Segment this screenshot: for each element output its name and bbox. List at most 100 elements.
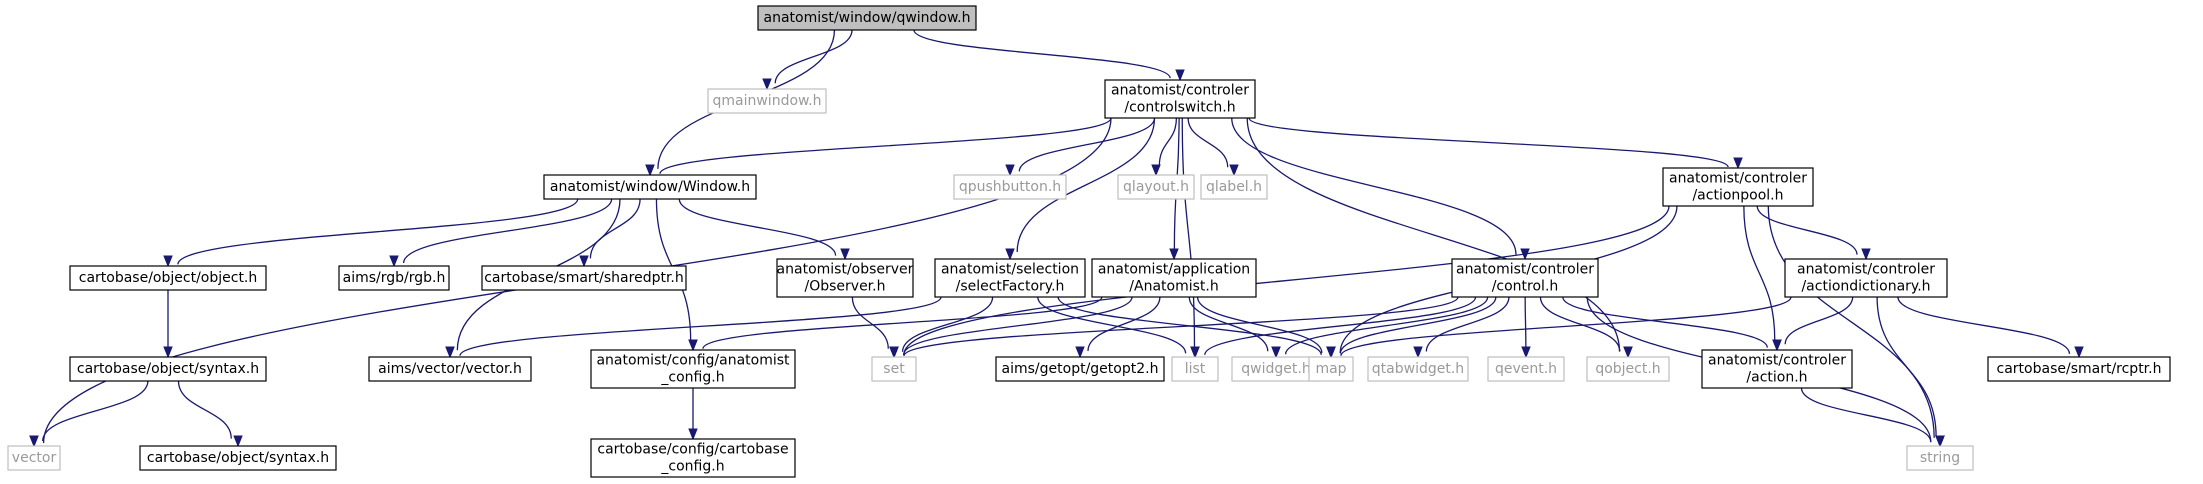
node-label: anatomist/window/Window.h xyxy=(550,179,750,195)
node-qwidget: qwidget.h xyxy=(1231,356,1321,382)
node-box xyxy=(1701,349,1853,389)
node-cartoconfig[interactable]: cartobase/config/cartobase_config.h xyxy=(590,438,796,478)
edge-line xyxy=(1087,296,1161,352)
edge-line xyxy=(1037,296,1187,354)
edge-actiondictionary-to-action xyxy=(1772,296,1854,352)
node-box xyxy=(1308,356,1354,382)
edge-line xyxy=(1425,296,1510,352)
arrowhead xyxy=(1075,346,1085,359)
node-observer[interactable]: anatomist/observer/Observer.h xyxy=(776,258,914,298)
node-label: list xyxy=(1185,361,1206,377)
node-box xyxy=(1091,258,1257,298)
node-label: anatomist/controler xyxy=(1669,171,1807,187)
node-box xyxy=(1586,356,1670,382)
node-controlswitch[interactable]: anatomist/controler/controlswitch.h xyxy=(1104,79,1256,119)
arrowhead xyxy=(163,255,173,268)
node-syntaxh2[interactable]: cartobase/object/syntax.h xyxy=(139,445,337,471)
node-qevent: qevent.h xyxy=(1487,356,1565,382)
node-selectfactory[interactable]: anatomist/selection/selectFactory.h xyxy=(934,258,1086,298)
edge-actiondictionary-to-map xyxy=(1326,296,1792,359)
node-box xyxy=(543,174,757,200)
arrowhead xyxy=(1326,346,1336,359)
node-label: string xyxy=(1920,450,1960,466)
edge-actionpool-to-actiondictionary xyxy=(1756,205,1871,261)
node-window[interactable]: anatomist/window/Window.h xyxy=(543,174,757,200)
edge-line xyxy=(1784,296,1854,345)
edge-qwindow-to-controlswitch xyxy=(913,29,1185,82)
node-qwindow[interactable]: anatomist/window/qwindow.h xyxy=(757,5,977,31)
arrowhead xyxy=(688,428,698,441)
node-label: aims/vector/vector.h xyxy=(378,361,522,377)
node-box xyxy=(69,265,267,291)
node-set: set xyxy=(871,356,917,382)
edge-line xyxy=(1246,117,1621,352)
node-sharedptr[interactable]: cartobase/smart/sharedptr.h xyxy=(481,265,687,291)
node-box xyxy=(1231,356,1321,382)
node-qlayout: qlayout.h xyxy=(1117,174,1195,200)
node-box xyxy=(1487,356,1565,382)
edge-control-to-list xyxy=(1190,296,1477,359)
node-label: cartobase/object/object.h xyxy=(79,270,258,286)
node-rcptr[interactable]: cartobase/smart/rcptr.h xyxy=(1987,356,2171,382)
node-box xyxy=(1117,174,1195,200)
node-anaconfig[interactable]: anatomist/config/anatomist_config.h xyxy=(590,349,796,389)
edge-anatomist-to-map xyxy=(1196,296,1336,359)
node-actionpool[interactable]: anatomist/controler/actionpool.h xyxy=(1662,167,1814,207)
node-control[interactable]: anatomist/controler/control.h xyxy=(1451,258,1599,298)
arrowhead xyxy=(389,255,399,268)
arrowhead xyxy=(163,346,173,359)
arrowhead xyxy=(1175,69,1185,82)
edge-controlswitch-to-qlayout xyxy=(1151,117,1178,177)
node-rgb[interactable]: aims/rgb/rgb.h xyxy=(338,265,450,291)
node-anatomist[interactable]: anatomist/application/Anatomist.h xyxy=(1091,258,1257,298)
node-box xyxy=(871,356,917,382)
node-label: qtabwidget.h xyxy=(1372,361,1464,377)
node-map: map xyxy=(1308,356,1354,382)
edge-line xyxy=(1562,296,1768,348)
edge-controlswitch-to-window xyxy=(645,117,1112,177)
arrowhead xyxy=(1169,248,1179,261)
node-label: set xyxy=(883,361,905,377)
node-label: map xyxy=(1315,361,1346,377)
edge-syntax-to-syntaxh2 xyxy=(177,380,243,448)
edge-anatomist-to-getopt2 xyxy=(1075,296,1161,359)
node-syntax[interactable]: cartobase/object/syntax.h xyxy=(69,356,267,382)
arrowhead xyxy=(1521,346,1531,359)
arrowhead xyxy=(29,435,39,448)
node-object[interactable]: cartobase/object/object.h xyxy=(69,265,267,291)
edge-controlswitch-to-list xyxy=(1181,117,1200,359)
node-label: qpushbutton.h xyxy=(959,179,1061,195)
edge-line xyxy=(913,29,1171,79)
node-label: /action.h xyxy=(1746,370,1807,386)
node-box xyxy=(776,258,914,298)
edge-line xyxy=(1018,117,1156,172)
node-action[interactable]: anatomist/controler/action.h xyxy=(1701,349,1853,389)
node-vectorh[interactable]: aims/vector/vector.h xyxy=(368,356,532,382)
node-getopt2[interactable]: aims/getopt/getopt2.h xyxy=(995,356,1165,382)
edge-line xyxy=(1524,296,1527,348)
edge-anatomist-to-anaconfig xyxy=(688,296,1103,352)
edge-line xyxy=(1196,296,1323,354)
node-label: cartobase/smart/rcptr.h xyxy=(1997,361,2162,377)
edge-line xyxy=(1187,117,1229,168)
node-actiondictionary[interactable]: anatomist/controler/actiondictionary.h xyxy=(1784,258,1948,298)
node-label: /actionpool.h xyxy=(1692,188,1783,204)
node-label: aims/getopt/getopt2.h xyxy=(1002,361,1159,377)
node-box xyxy=(1662,167,1814,207)
arrowhead xyxy=(1623,346,1633,359)
arrowhead xyxy=(889,346,899,359)
edge-object-to-syntax xyxy=(163,290,173,359)
edge-line xyxy=(1158,117,1178,166)
node-label: anatomist/controler xyxy=(1708,353,1846,369)
node-label: cartobase/smart/sharedptr.h xyxy=(484,270,684,286)
node-label: /Observer.h xyxy=(805,279,886,295)
node-box xyxy=(757,5,977,31)
edge-control-to-qobject xyxy=(1539,296,1633,359)
edge-line xyxy=(702,296,1103,350)
node-box xyxy=(590,349,796,389)
edge-window-to-sharedptr xyxy=(579,198,641,268)
edge-controlswitch-to-selectfactory xyxy=(1005,117,1156,261)
edge-control-to-set xyxy=(889,296,1459,359)
edge-anatomist-to-set xyxy=(889,296,1133,359)
arrowhead xyxy=(445,346,455,359)
